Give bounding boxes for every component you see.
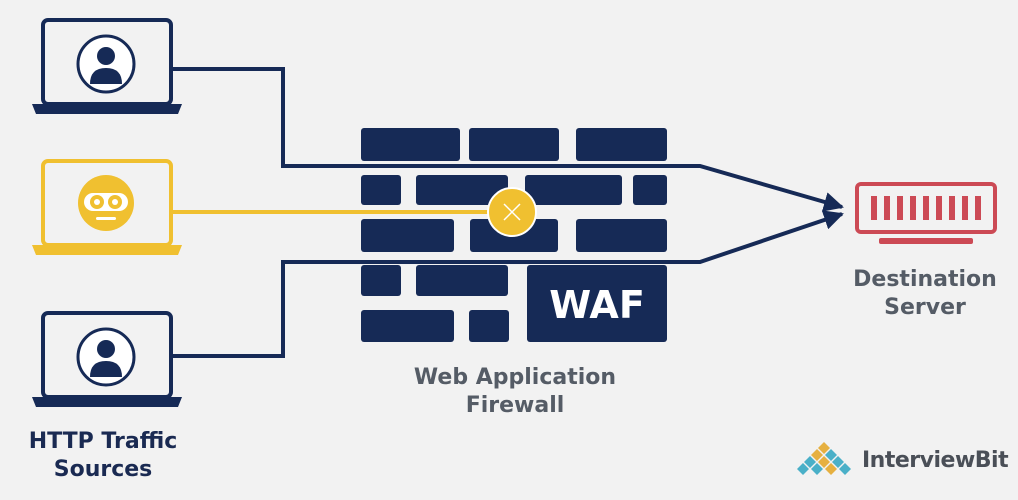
block-x-icon [487,187,537,237]
bottom-connection-line [172,210,844,358]
waf-badge-text: WAF [549,283,645,327]
web-application-firewall-label: Web Application Firewall [385,364,645,420]
malicious-bot-laptop-icon [32,159,182,255]
waf-badge: WAF [527,265,667,342]
waf-label-line1: Web Application [413,365,617,390]
interviewbit-logo-icon [797,442,851,475]
sources-label-line2: Sources [53,457,153,482]
interviewbit-logo-text: InterviewBit [862,447,1009,473]
destination-server-label: Destination Server [825,266,1018,322]
http-traffic-sources-label: HTTP Traffic Sources [8,428,198,484]
waf-label-line2: Firewall [465,393,565,418]
top-connection-line [172,67,844,212]
interviewbit-logo: InterviewBit [792,440,1009,480]
user-laptop-icon [32,18,182,114]
dest-label-line1: Destination [853,267,997,292]
sources-label-line1: HTTP Traffic [28,429,178,454]
server-icon [855,182,997,244]
dest-label-line2: Server [884,295,966,320]
user-laptop-icon [32,311,182,407]
